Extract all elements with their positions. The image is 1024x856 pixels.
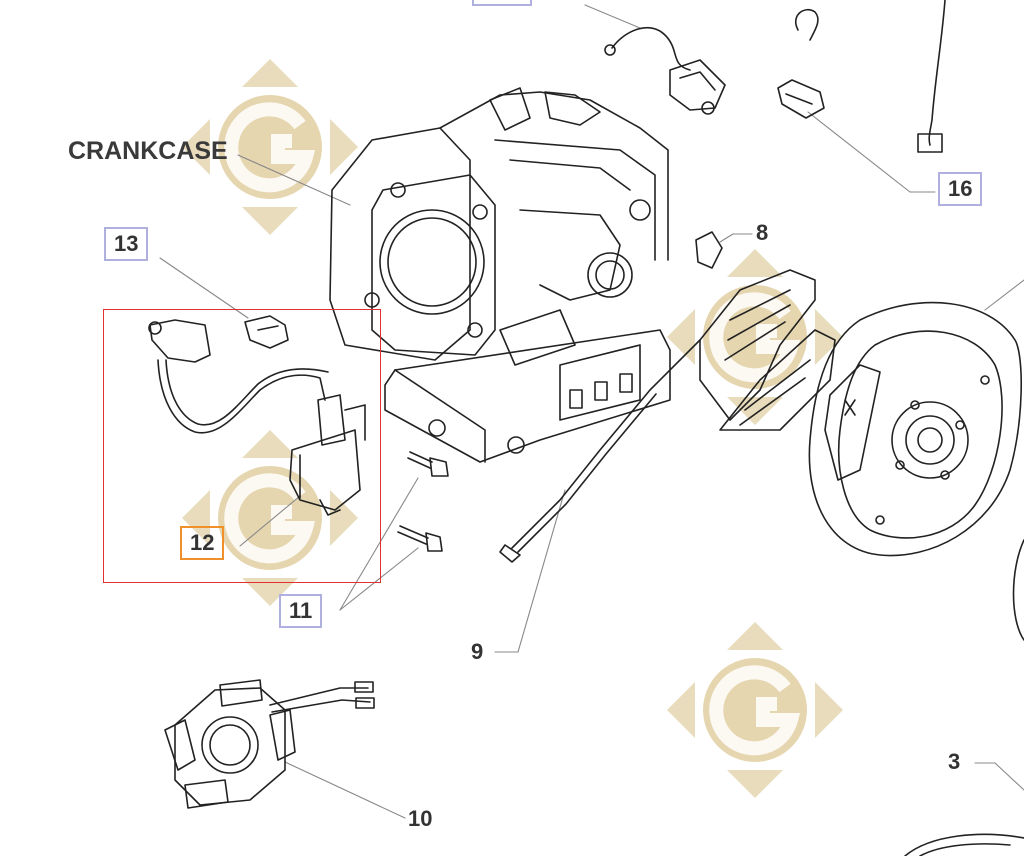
ground-wire — [499, 339, 701, 563]
diagram-title: CRANKCASE — [68, 137, 228, 165]
top-right-wire — [795, 0, 946, 153]
spark-plug — [244, 315, 289, 349]
callout-16[interactable]: 16 — [938, 172, 983, 206]
g-logo-watermark — [667, 622, 843, 798]
selection-frame — [103, 309, 381, 583]
callout-8[interactable]: 8 — [756, 220, 769, 245]
callout-13[interactable]: 13 — [104, 227, 149, 261]
wire-clip — [777, 79, 825, 119]
callout-9[interactable]: 9 — [471, 639, 484, 664]
callout-11[interactable]: 11 — [279, 594, 323, 628]
callout-box-partial — [472, 0, 532, 6]
bolt-lower — [397, 525, 443, 552]
recoil-part-partial — [904, 539, 1024, 856]
oil-sensor-wire — [604, 26, 726, 115]
flywheel — [808, 301, 1023, 557]
crankcase-block — [329, 87, 671, 463]
callout-10[interactable]: 10 — [408, 806, 433, 831]
callout-12[interactable]: 12 — [180, 526, 225, 560]
leader-lines — [159, 4, 1024, 819]
charge-coil — [699, 269, 836, 431]
g-logo-watermark — [667, 249, 843, 425]
stator-assembly — [164, 679, 375, 809]
bolt-upper — [407, 451, 449, 477]
ignition-coil — [148, 319, 366, 516]
callout-3[interactable]: 3 — [948, 749, 961, 774]
stator-clip — [695, 231, 723, 269]
